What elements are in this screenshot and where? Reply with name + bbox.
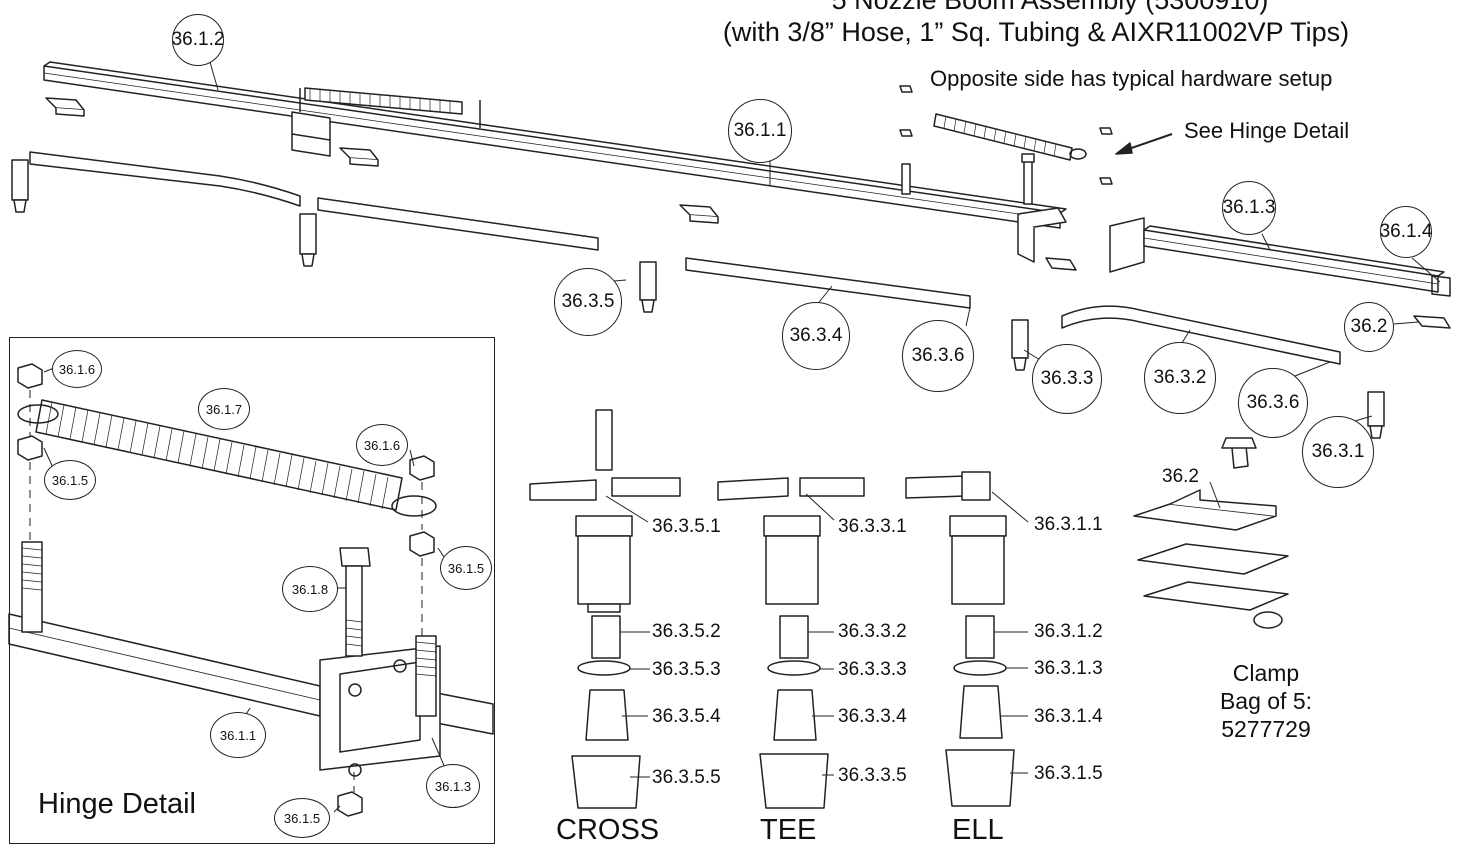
hinge-callout-36-1-1: 36.1.1: [210, 712, 266, 758]
fittings-art: [529, 409, 1015, 809]
clamp-label-line1: Clamp: [1232, 660, 1300, 686]
clamp-label-line2: Bag of 5:: [1219, 688, 1313, 714]
see-hinge-note: See Hinge Detail: [1184, 118, 1350, 143]
callout-36-3-3: 36.3.3: [1032, 344, 1102, 414]
callout-36-3-4: 36.3.4: [782, 302, 850, 370]
callout-36-1-2: 36.1.2: [172, 14, 224, 66]
tee-part-2: 36.3.3.2: [838, 621, 907, 642]
ell-part-3: 36.3.1.3: [1034, 658, 1103, 679]
hinge-callout-36-1-7: 36.1.7: [198, 388, 250, 430]
ell-label: ELL: [952, 814, 1004, 846]
see-hinge-arrow: [1115, 133, 1173, 155]
hinge-callout-36-1-5-a: 36.1.5: [44, 460, 96, 500]
hinge-callout-36-1-5-c: 36.1.5: [274, 798, 330, 838]
cross-part-3: 36.3.5.3: [652, 659, 721, 680]
hinge-detail-label: Hinge Detail: [38, 788, 196, 820]
left-hinge-bracket: [291, 88, 481, 157]
ell-part-1: 36.3.1.1: [1034, 514, 1103, 535]
clamp-callout-36-2: 36.2: [1162, 466, 1199, 487]
fitting-leaders: [605, 491, 1029, 778]
cross-part-2: 36.3.5.2: [652, 621, 721, 642]
hose-left: [29, 151, 1341, 365]
hinge-detail-art: [8, 363, 494, 817]
top-spring-left: [304, 87, 463, 115]
callout-36-1-4: 36.1.4: [1380, 206, 1432, 258]
clamp-label-line3: 5277729: [1221, 716, 1311, 742]
top-spring-right: [933, 113, 1087, 161]
hinge-callout-36-1-6-a: 36.1.6: [52, 350, 102, 388]
hardware-stack: [899, 85, 1113, 205]
hinge-callout-36-1-3: 36.1.3: [426, 764, 480, 808]
callout-36-1-1: 36.1.1: [728, 99, 792, 163]
ell-part-2: 36.3.1.2: [1034, 621, 1103, 642]
ell-part-4: 36.3.1.4: [1034, 706, 1103, 727]
opposite-side-note: Opposite side has typical hardware setup: [930, 66, 1333, 91]
clamp-art: [1133, 437, 1289, 629]
cross-part-5: 36.3.5.5: [652, 767, 721, 788]
tee-part-5: 36.3.3.5: [838, 765, 907, 786]
hinge-detail-box: [9, 337, 495, 844]
tee-part-4: 36.3.3.4: [838, 706, 907, 727]
diagram-title-line1: 5 Nozzle Boom Assembly (5300910): [831, 0, 1269, 15]
right-boom-tube: [1109, 217, 1451, 297]
callout-36-1-3: 36.1.3: [1222, 181, 1276, 235]
hinge-callout-36-1-5-b: 36.1.5: [440, 546, 492, 590]
hinge-callout-36-1-8: 36.1.8: [282, 566, 338, 612]
tee-label: TEE: [760, 814, 817, 846]
hinge-callout-36-1-6-b: 36.1.6: [356, 424, 408, 466]
cross-part-1: 36.3.5.1: [652, 516, 721, 537]
tee-part-3: 36.3.3.3: [838, 659, 907, 680]
tee-part-1: 36.3.3.1: [838, 516, 907, 537]
callout-36-3-2: 36.3.2: [1144, 342, 1216, 414]
callout-36-3-6-a: 36.3.6: [902, 320, 974, 392]
cross-part-4: 36.3.5.4: [652, 706, 721, 727]
boom-clamps: [45, 97, 1451, 329]
cross-label: CROSS: [556, 814, 660, 846]
callout-36-3-5: 36.3.5: [554, 268, 622, 336]
diagram-title-line2: (with 3/8” Hose, 1” Sq. Tubing & AIXR110…: [722, 17, 1350, 47]
right-hinge-bracket: [1017, 207, 1067, 263]
nozzle-bodies: [11, 159, 1385, 439]
callout-36-3-1: 36.3.1: [1302, 416, 1374, 488]
callout-36-2: 36.2: [1344, 302, 1394, 352]
main-boom-tube: [43, 61, 1067, 229]
ell-part-5: 36.3.1.5: [1034, 763, 1103, 784]
callout-36-3-6-b: 36.3.6: [1238, 368, 1308, 438]
